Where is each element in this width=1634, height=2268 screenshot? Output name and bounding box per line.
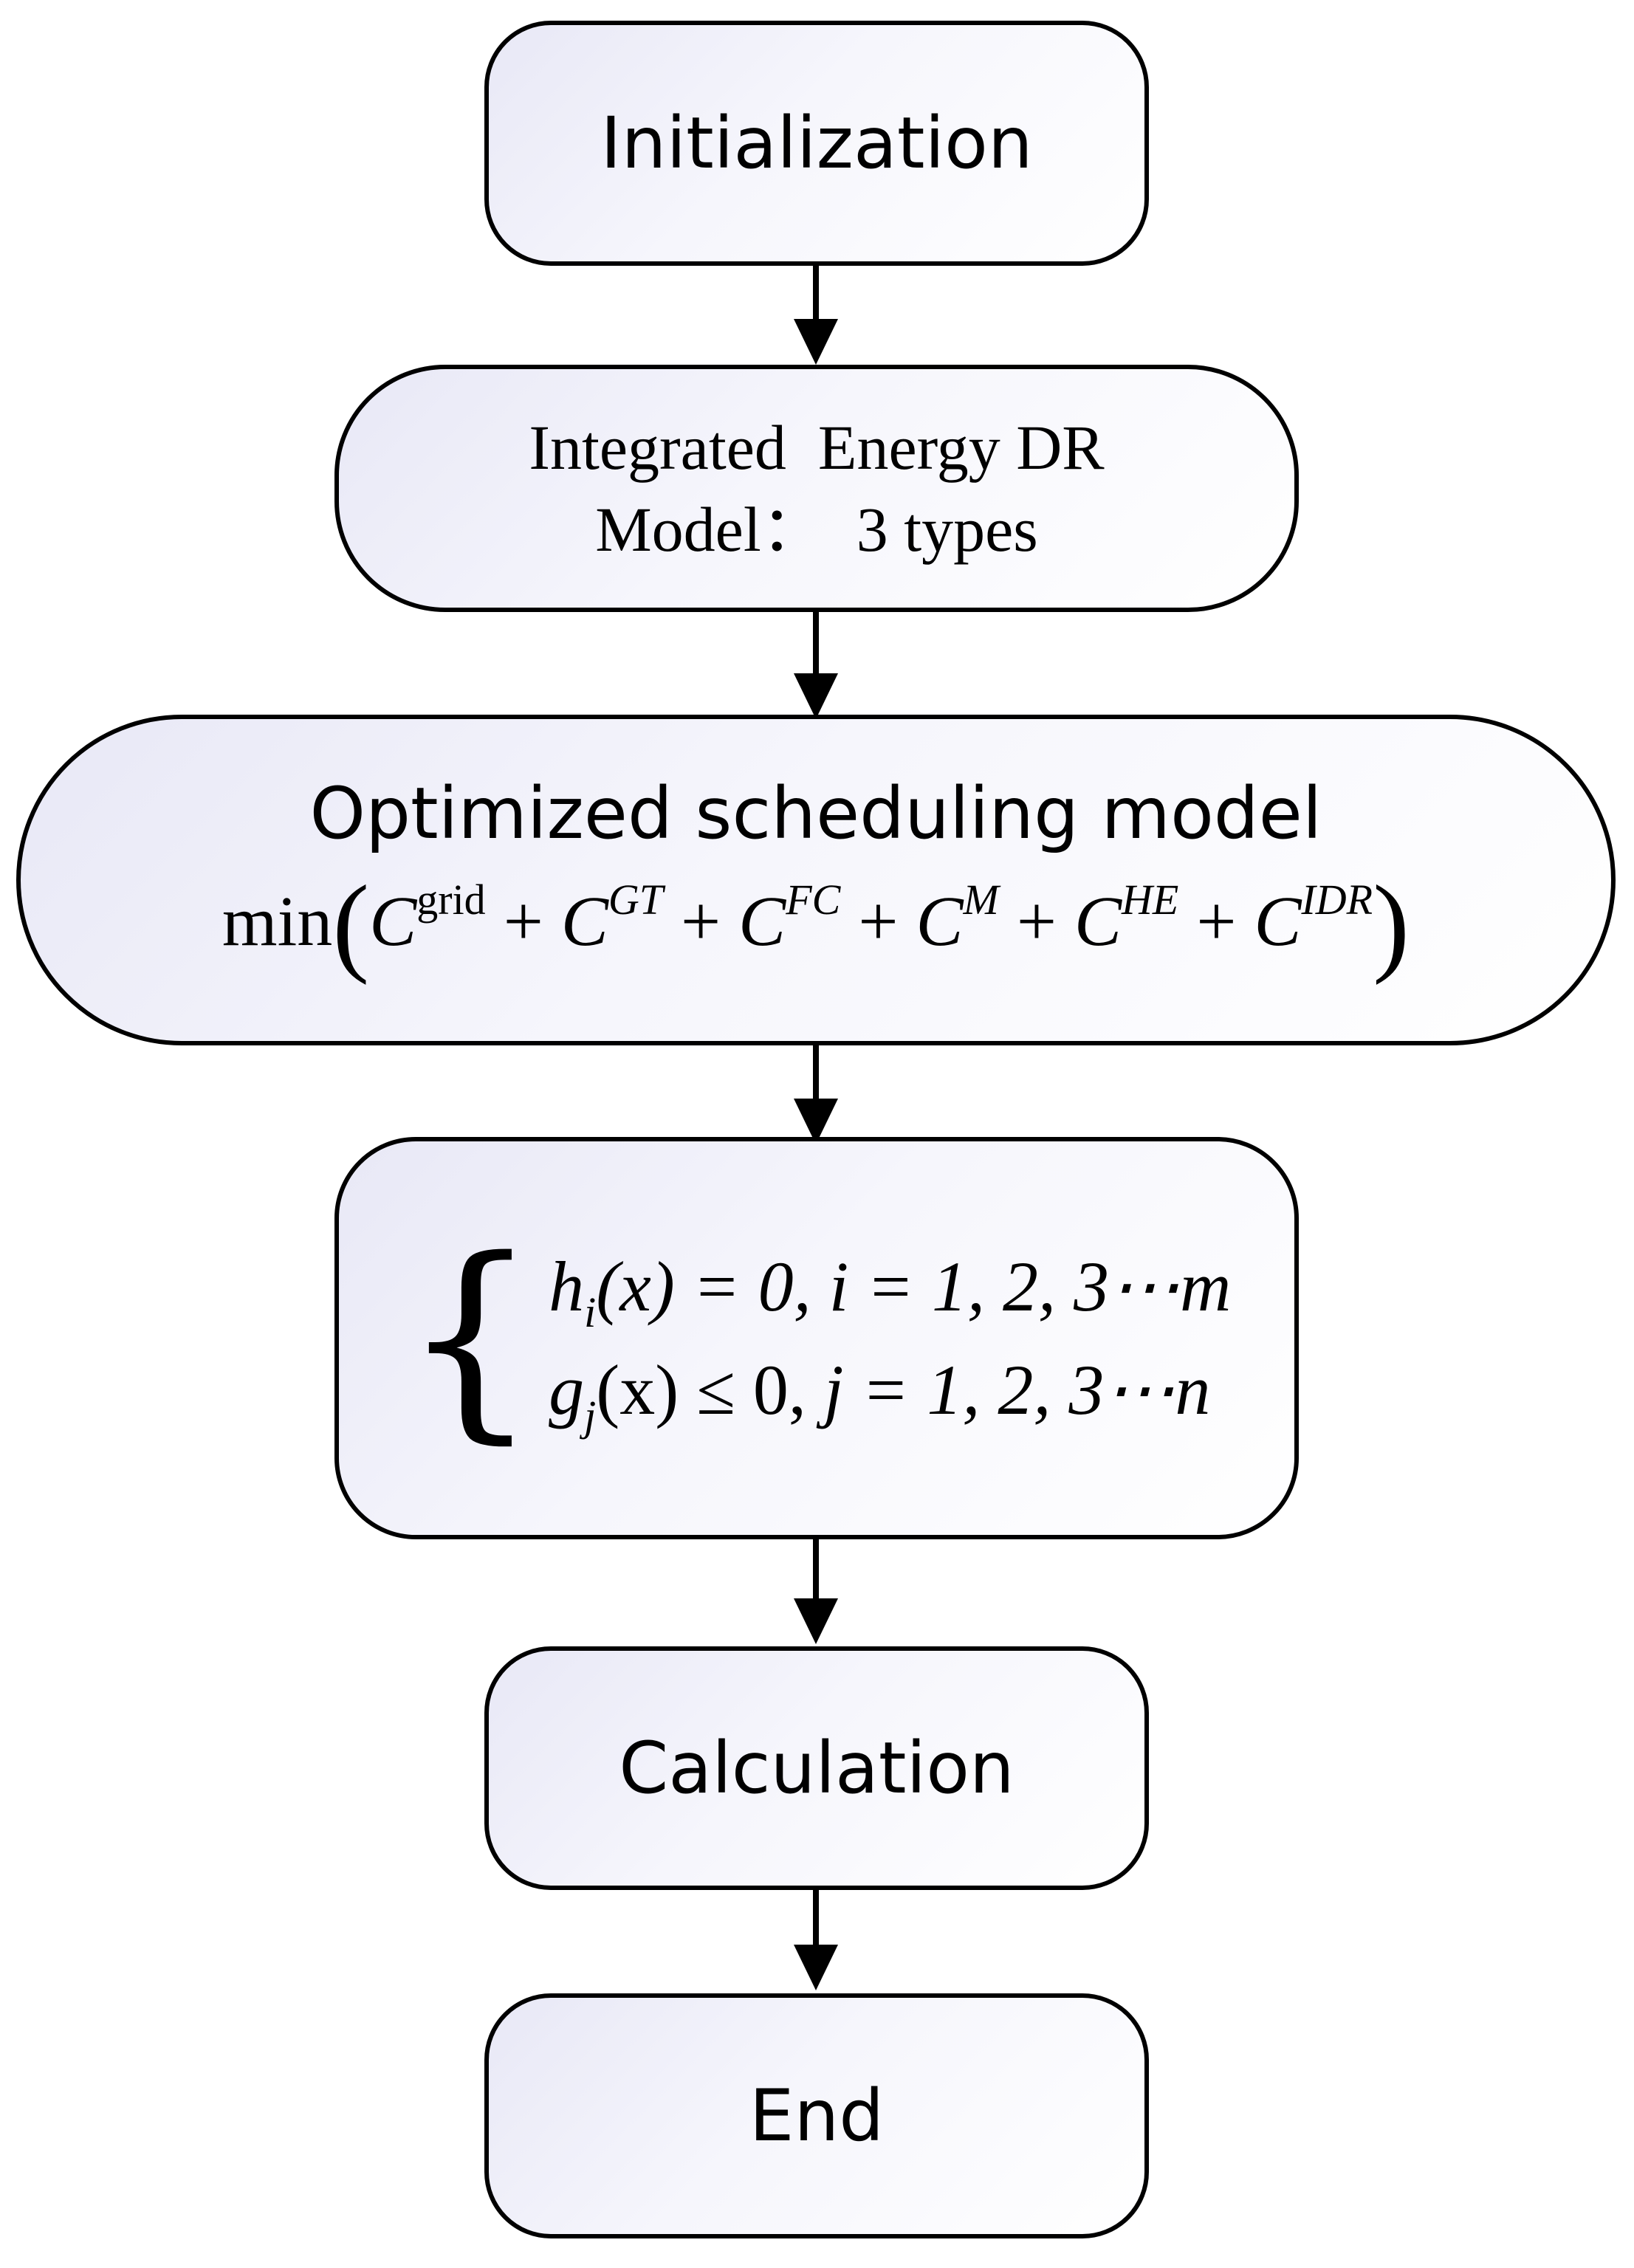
term-he-sup: HE: [1121, 876, 1179, 924]
eq1-fn: h: [549, 1247, 585, 1327]
eq2-rest: = 1, 2, 3⋯: [843, 1350, 1175, 1429]
term-gt-sup: GT: [608, 876, 664, 924]
eq1-end: m: [1180, 1247, 1232, 1327]
node-optimized-scheduling: Optimized scheduling model min(Cgrid + C…: [16, 715, 1616, 1045]
node-end-label: End: [749, 2075, 885, 2157]
term-fc-sup: FC: [786, 876, 841, 924]
node-calculation: Calculation: [484, 1646, 1149, 1890]
term-grid-base: C: [369, 882, 417, 961]
term-m-sup: M: [963, 876, 999, 924]
eq1-rest: = 1, 2, 3⋯: [848, 1247, 1181, 1327]
node-calculation-label: Calculation: [619, 1727, 1015, 1810]
term-he-base: C: [1074, 882, 1122, 961]
eq1-sub: i: [584, 1288, 597, 1337]
node-initialization: Initialization: [484, 21, 1149, 266]
arrow-init-to-idr: [813, 266, 819, 325]
constraint-equality: hi(x) = 0, i = 1, 2, 3⋯m: [549, 1235, 1231, 1338]
objective-formula: min(Cgrid + CGT + CFC + CM + CHE + CIDR): [222, 863, 1410, 986]
arrowhead-init-to-idr: [794, 319, 838, 365]
eq2-end: n: [1175, 1350, 1211, 1429]
node-optimized-label: Optimized scheduling model: [309, 772, 1322, 855]
constraints-equations: hi(x) = 0, i = 1, 2, 3⋯m gj(x) ≤ 0, j = …: [549, 1235, 1231, 1440]
node-end: End: [484, 1993, 1149, 2238]
term-m-base: C: [916, 882, 964, 961]
arrow-idr-to-opt: [813, 612, 819, 680]
arrow-constraints-to-calc: [813, 1539, 819, 1604]
arrow-opt-to-constraints: [813, 1045, 819, 1104]
eq2-index: j: [823, 1350, 844, 1429]
term-idr-sup: IDR: [1301, 876, 1373, 924]
node-idr-model: Integrated Energy DR Model： 3 types: [334, 365, 1299, 612]
arrowhead-calc-to-end: [794, 1945, 838, 1990]
node-idr-label-line2: Model： 3 types: [595, 493, 1038, 565]
eq2-sub: j: [584, 1391, 597, 1440]
arrow-calc-to-end: [813, 1890, 819, 1951]
constraint-inequality: gj(x) ≤ 0, j = 1, 2, 3⋯n: [549, 1339, 1231, 1441]
term-grid-sup: grid: [416, 876, 486, 924]
node-idr-label-line1: Integrated Energy DR: [529, 412, 1105, 484]
node-initialization-label: Initialization: [600, 102, 1033, 185]
eq2-body: (x) ≤ 0,: [596, 1350, 824, 1429]
term-fc-base: C: [738, 882, 786, 961]
arrowhead-idr-to-opt: [794, 673, 838, 719]
term-idr-base: C: [1254, 882, 1302, 961]
arrowhead-constraints-to-calc: [794, 1598, 838, 1644]
eq1-index: i: [828, 1247, 849, 1327]
formula-min: min: [222, 882, 333, 961]
eq2-fn: g: [549, 1350, 585, 1429]
constraints-brace: {: [402, 1213, 539, 1463]
term-gt-base: C: [560, 882, 608, 961]
node-constraints: { hi(x) = 0, i = 1, 2, 3⋯m gj(x) ≤ 0, j …: [334, 1137, 1299, 1539]
arrowhead-opt-to-constraints: [794, 1099, 838, 1144]
eq1-body: (x) = 0,: [596, 1247, 829, 1327]
